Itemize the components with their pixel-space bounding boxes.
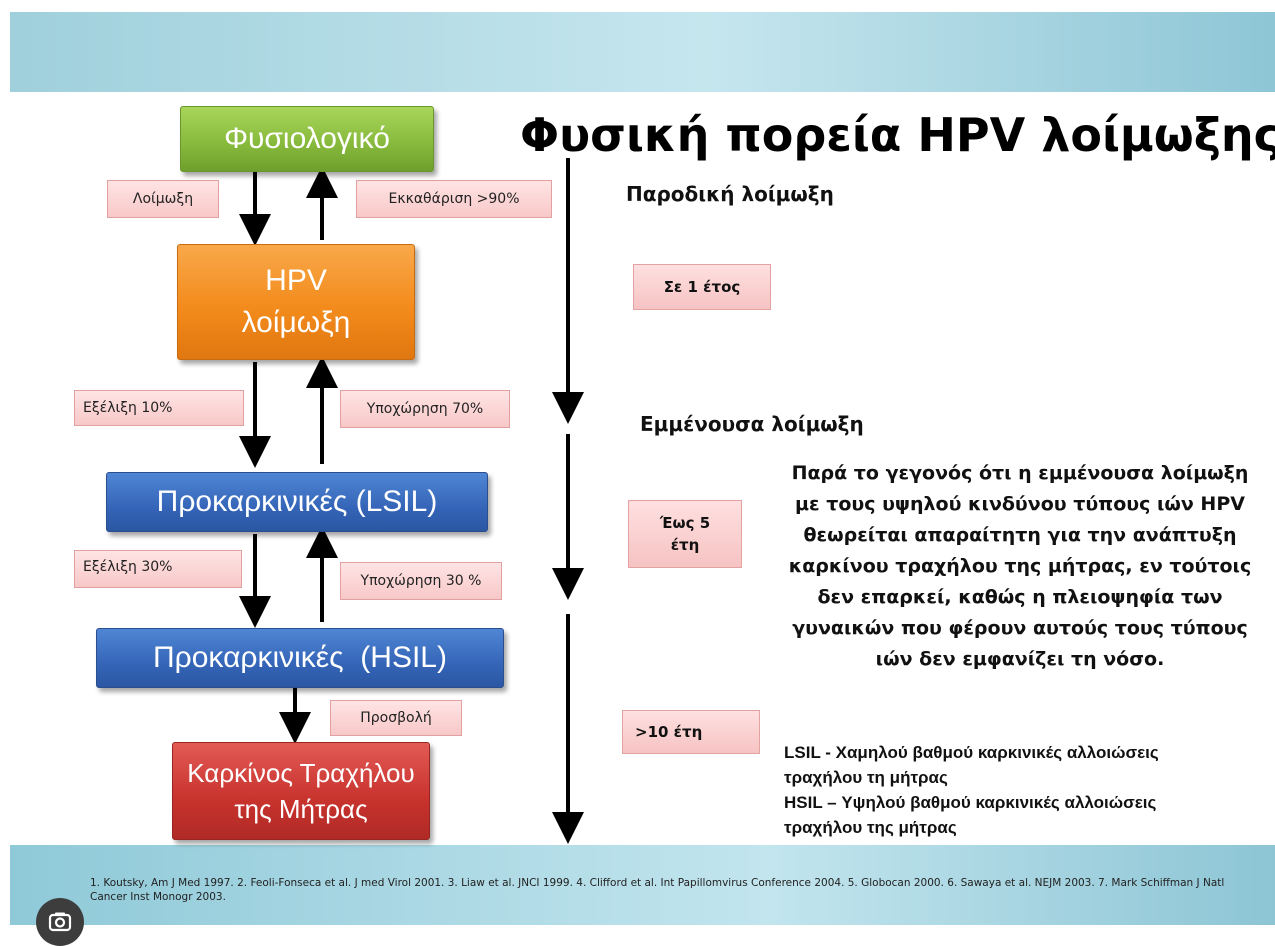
label-infection: Λοίμωξη [107, 180, 219, 218]
legend-hsil-line1: HSIL – Υψηλού βαθμού καρκινικές αλλοιώσε… [784, 793, 1157, 812]
time-up-to-5-line1: Έως 5 [659, 514, 711, 532]
label-invasion: Προσβολή [330, 700, 462, 736]
phase-transient: Παροδική λοίμωξη [626, 182, 834, 206]
stage-hsil: Προκαρκινικές (HSIL) [96, 628, 504, 688]
label-progression-10: Εξέλιξη 10% [74, 390, 244, 426]
stage-lsil-label: Προκαρκινικές (LSIL) [156, 485, 438, 518]
time-one-year: Σε 1 έτος [633, 264, 771, 310]
stage-hsil-label: Προκαρκινικές (HSIL) [153, 641, 447, 674]
label-progression-30: Εξέλιξη 30% [74, 550, 242, 588]
time-up-to-5: Έως 5 έτη [628, 500, 742, 568]
phase-persistent: Εμμένουσα λοίμωξη [640, 412, 864, 436]
stage-normal: Φυσιολογικό [180, 106, 434, 172]
abbreviation-legend: LSIL - Χαμηλού βαθμού καρκινικές αλλοιώσ… [784, 740, 1264, 840]
stage-normal-label: Φυσιολογικό [224, 122, 390, 155]
legend-lsil-line2: τραχήλου τη μήτρας [784, 768, 948, 787]
stage-cancer-line1: Καρκίνος Τραχήλου [187, 758, 415, 788]
stage-hpv-line1: HPV [265, 264, 327, 297]
footer-band [10, 845, 1275, 925]
label-regression-70: Υποχώρηση 70% [340, 390, 510, 428]
time-up-to-5-line2: έτη [670, 536, 700, 554]
stage-hpv-line2: λοίμωξη [241, 306, 351, 339]
header-band [10, 12, 1275, 92]
references: 1. Koutsky, Am J Med 1997. 2. Feoli-Fons… [90, 877, 1225, 903]
slide-title: Φυσική πορεία HPV λοίμωξης [520, 108, 1275, 162]
label-regression-30: Υποχώρηση 30 % [340, 562, 502, 600]
label-clearance: Εκκαθάριση >90% [356, 180, 552, 218]
stage-hpv-infection: HPV λοίμωξη [177, 244, 415, 360]
stage-lsil: Προκαρκινικές (LSIL) [106, 472, 488, 532]
time-over-10: >10 έτη [622, 710, 760, 754]
explanation-paragraph: Παρά το γεγονός ότι η εμμένουσα λοίμωξη … [788, 462, 1252, 670]
stage-cancer-line2: της Μήτρας [234, 794, 368, 824]
legend-lsil-line1: LSIL - Χαμηλού βαθμού καρκινικές αλλοιώσ… [784, 743, 1159, 762]
stage-cancer: Καρκίνος Τραχήλου της Μήτρας [172, 742, 430, 840]
lens-glyph-icon [48, 912, 72, 932]
lens-search-icon[interactable] [36, 898, 84, 946]
legend-hsil-line2: τραχήλου της μήτρας [784, 818, 957, 837]
